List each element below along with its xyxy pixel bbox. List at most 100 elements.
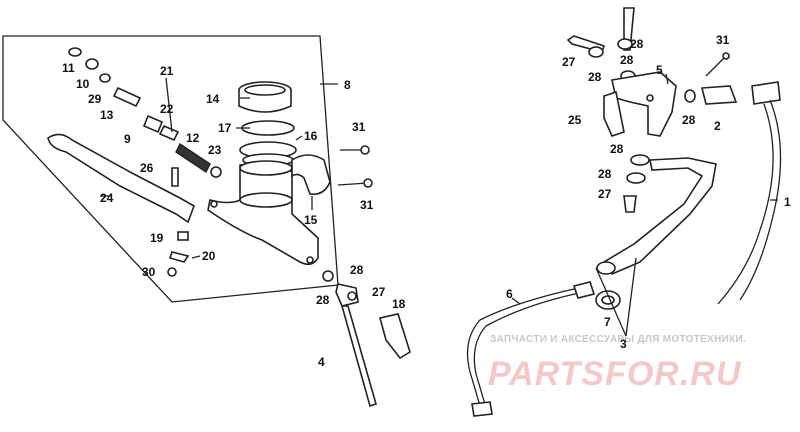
cable-end-bottom — [471, 401, 493, 417]
banjo-bolt — [623, 195, 637, 213]
switch-screw-head — [722, 52, 730, 60]
callout-2: 2 — [714, 119, 721, 133]
callout-7: 7 — [604, 315, 611, 329]
sealing-washer-upper — [322, 270, 334, 282]
assembly-outline — [2, 35, 339, 303]
bracket-washer-upper — [588, 46, 604, 58]
switch-bracket — [611, 71, 677, 137]
callout-22: 22 — [160, 102, 174, 116]
callout-28-lower-b: 28 — [316, 293, 330, 307]
callout-28-top-c: 28 — [620, 53, 634, 67]
callout-24: 24 — [100, 191, 114, 205]
callout-27-top: 27 — [562, 55, 576, 69]
callout-21: 21 — [160, 64, 174, 78]
callout-5: 5 — [656, 63, 663, 77]
callout-30: 30 — [142, 265, 156, 279]
callout-13: 13 — [100, 108, 114, 122]
banjo-washer-upper — [630, 154, 650, 166]
callout-31-upper: 31 — [352, 120, 366, 134]
cable-fitting — [572, 281, 596, 299]
callout-labels: 11 10 29 13 21 22 9 12 23 26 24 19 20 30… — [62, 33, 791, 369]
holder-screw-lower-head — [363, 178, 373, 188]
brake-lever — [47, 133, 195, 224]
callout-27-lower: 27 — [372, 285, 386, 299]
sealing-washer-lower — [347, 291, 357, 301]
piston — [112, 86, 142, 108]
grommet-hole — [601, 295, 615, 305]
hose-boot — [379, 313, 411, 360]
cable-sleeve — [596, 261, 616, 275]
pivot-nut — [167, 267, 177, 277]
reservoir-cap-side — [238, 90, 292, 113]
callout-15: 15 — [304, 213, 318, 227]
master-cylinder-body — [207, 163, 319, 266]
callout-4: 4 — [318, 355, 325, 369]
callout-25: 25 — [568, 113, 582, 127]
callout-28-mid-a: 28 — [610, 142, 624, 156]
watermark-subtitle: ЗАПЧАСТИ И АКСЕССУАРЫ ДЛЯ МОТОТЕХНИКИ. — [490, 334, 746, 345]
switch-washer — [684, 89, 696, 103]
leader-20 — [191, 255, 201, 259]
callout-20: 20 — [202, 249, 216, 263]
callout-9: 9 — [124, 132, 131, 146]
callout-16: 16 — [304, 129, 318, 143]
banjo-washer-lower — [626, 172, 646, 184]
callout-14: 14 — [206, 92, 220, 106]
mount-hole — [210, 200, 218, 208]
brake-light-switch — [700, 85, 738, 105]
cable-guide — [603, 90, 625, 137]
wire-connector — [751, 81, 781, 105]
circlip — [85, 58, 99, 70]
speedo-cable-a — [466, 285, 589, 407]
callout-11: 11 — [62, 61, 75, 75]
cylinder-holder — [291, 154, 331, 196]
leader-6 — [511, 297, 521, 305]
dust-seal — [68, 47, 82, 57]
spring — [175, 142, 211, 174]
holder-screw-upper-head — [360, 145, 370, 155]
master-cylinder-group — [47, 47, 411, 408]
reservoir-cap-top — [244, 84, 286, 96]
callout-28-lower-a: 28 — [350, 263, 364, 277]
clutch-cable — [602, 157, 717, 275]
callout-23: 23 — [208, 143, 222, 157]
callout-28-mid-b: 28 — [598, 167, 612, 181]
callout-17: 17 — [218, 121, 232, 135]
leader-21 — [165, 77, 173, 133]
speedo-cable-b — [473, 291, 585, 409]
clutch-switch-group — [466, 7, 782, 417]
cable-adjuster — [617, 38, 633, 50]
callout-27-mid: 27 — [598, 187, 612, 201]
callout-31-right: 31 — [716, 33, 730, 47]
bracket-hole — [646, 94, 654, 102]
callout-28-right: 28 — [682, 113, 696, 127]
callout-28-top-b: 28 — [630, 37, 644, 51]
check-valve — [210, 166, 222, 178]
callout-19: 19 — [150, 231, 164, 245]
lever-nut — [168, 251, 190, 263]
wire-lead-a — [739, 99, 782, 301]
callout-1: 1 — [784, 195, 791, 209]
primary-cup — [142, 114, 164, 134]
callout-31-lower: 31 — [360, 198, 374, 212]
callout-29: 29 — [88, 92, 102, 106]
callout-18: 18 — [392, 297, 406, 311]
watermark: ЗАПЧАСТИ И АКСЕССУАРЫ ДЛЯ МОТОТЕХНИКИ. P… — [488, 334, 746, 393]
leader-16 — [295, 135, 303, 141]
callout-6: 6 — [506, 287, 513, 301]
brake-hose — [340, 305, 377, 408]
switch-screw — [705, 57, 725, 77]
stop-switch — [177, 231, 189, 241]
outlet-hole — [306, 256, 314, 264]
holder-screw-lower — [337, 182, 369, 186]
leader-3b — [625, 257, 637, 337]
callout-3: 3 — [620, 337, 627, 351]
wire-lead-b — [717, 103, 774, 305]
spring-seat — [158, 124, 180, 142]
cylinder-top — [239, 160, 293, 176]
watermark-brand: PARTSFOR.RU — [488, 355, 742, 393]
callout-8: 8 — [344, 78, 351, 92]
leader-5 — [665, 73, 669, 85]
